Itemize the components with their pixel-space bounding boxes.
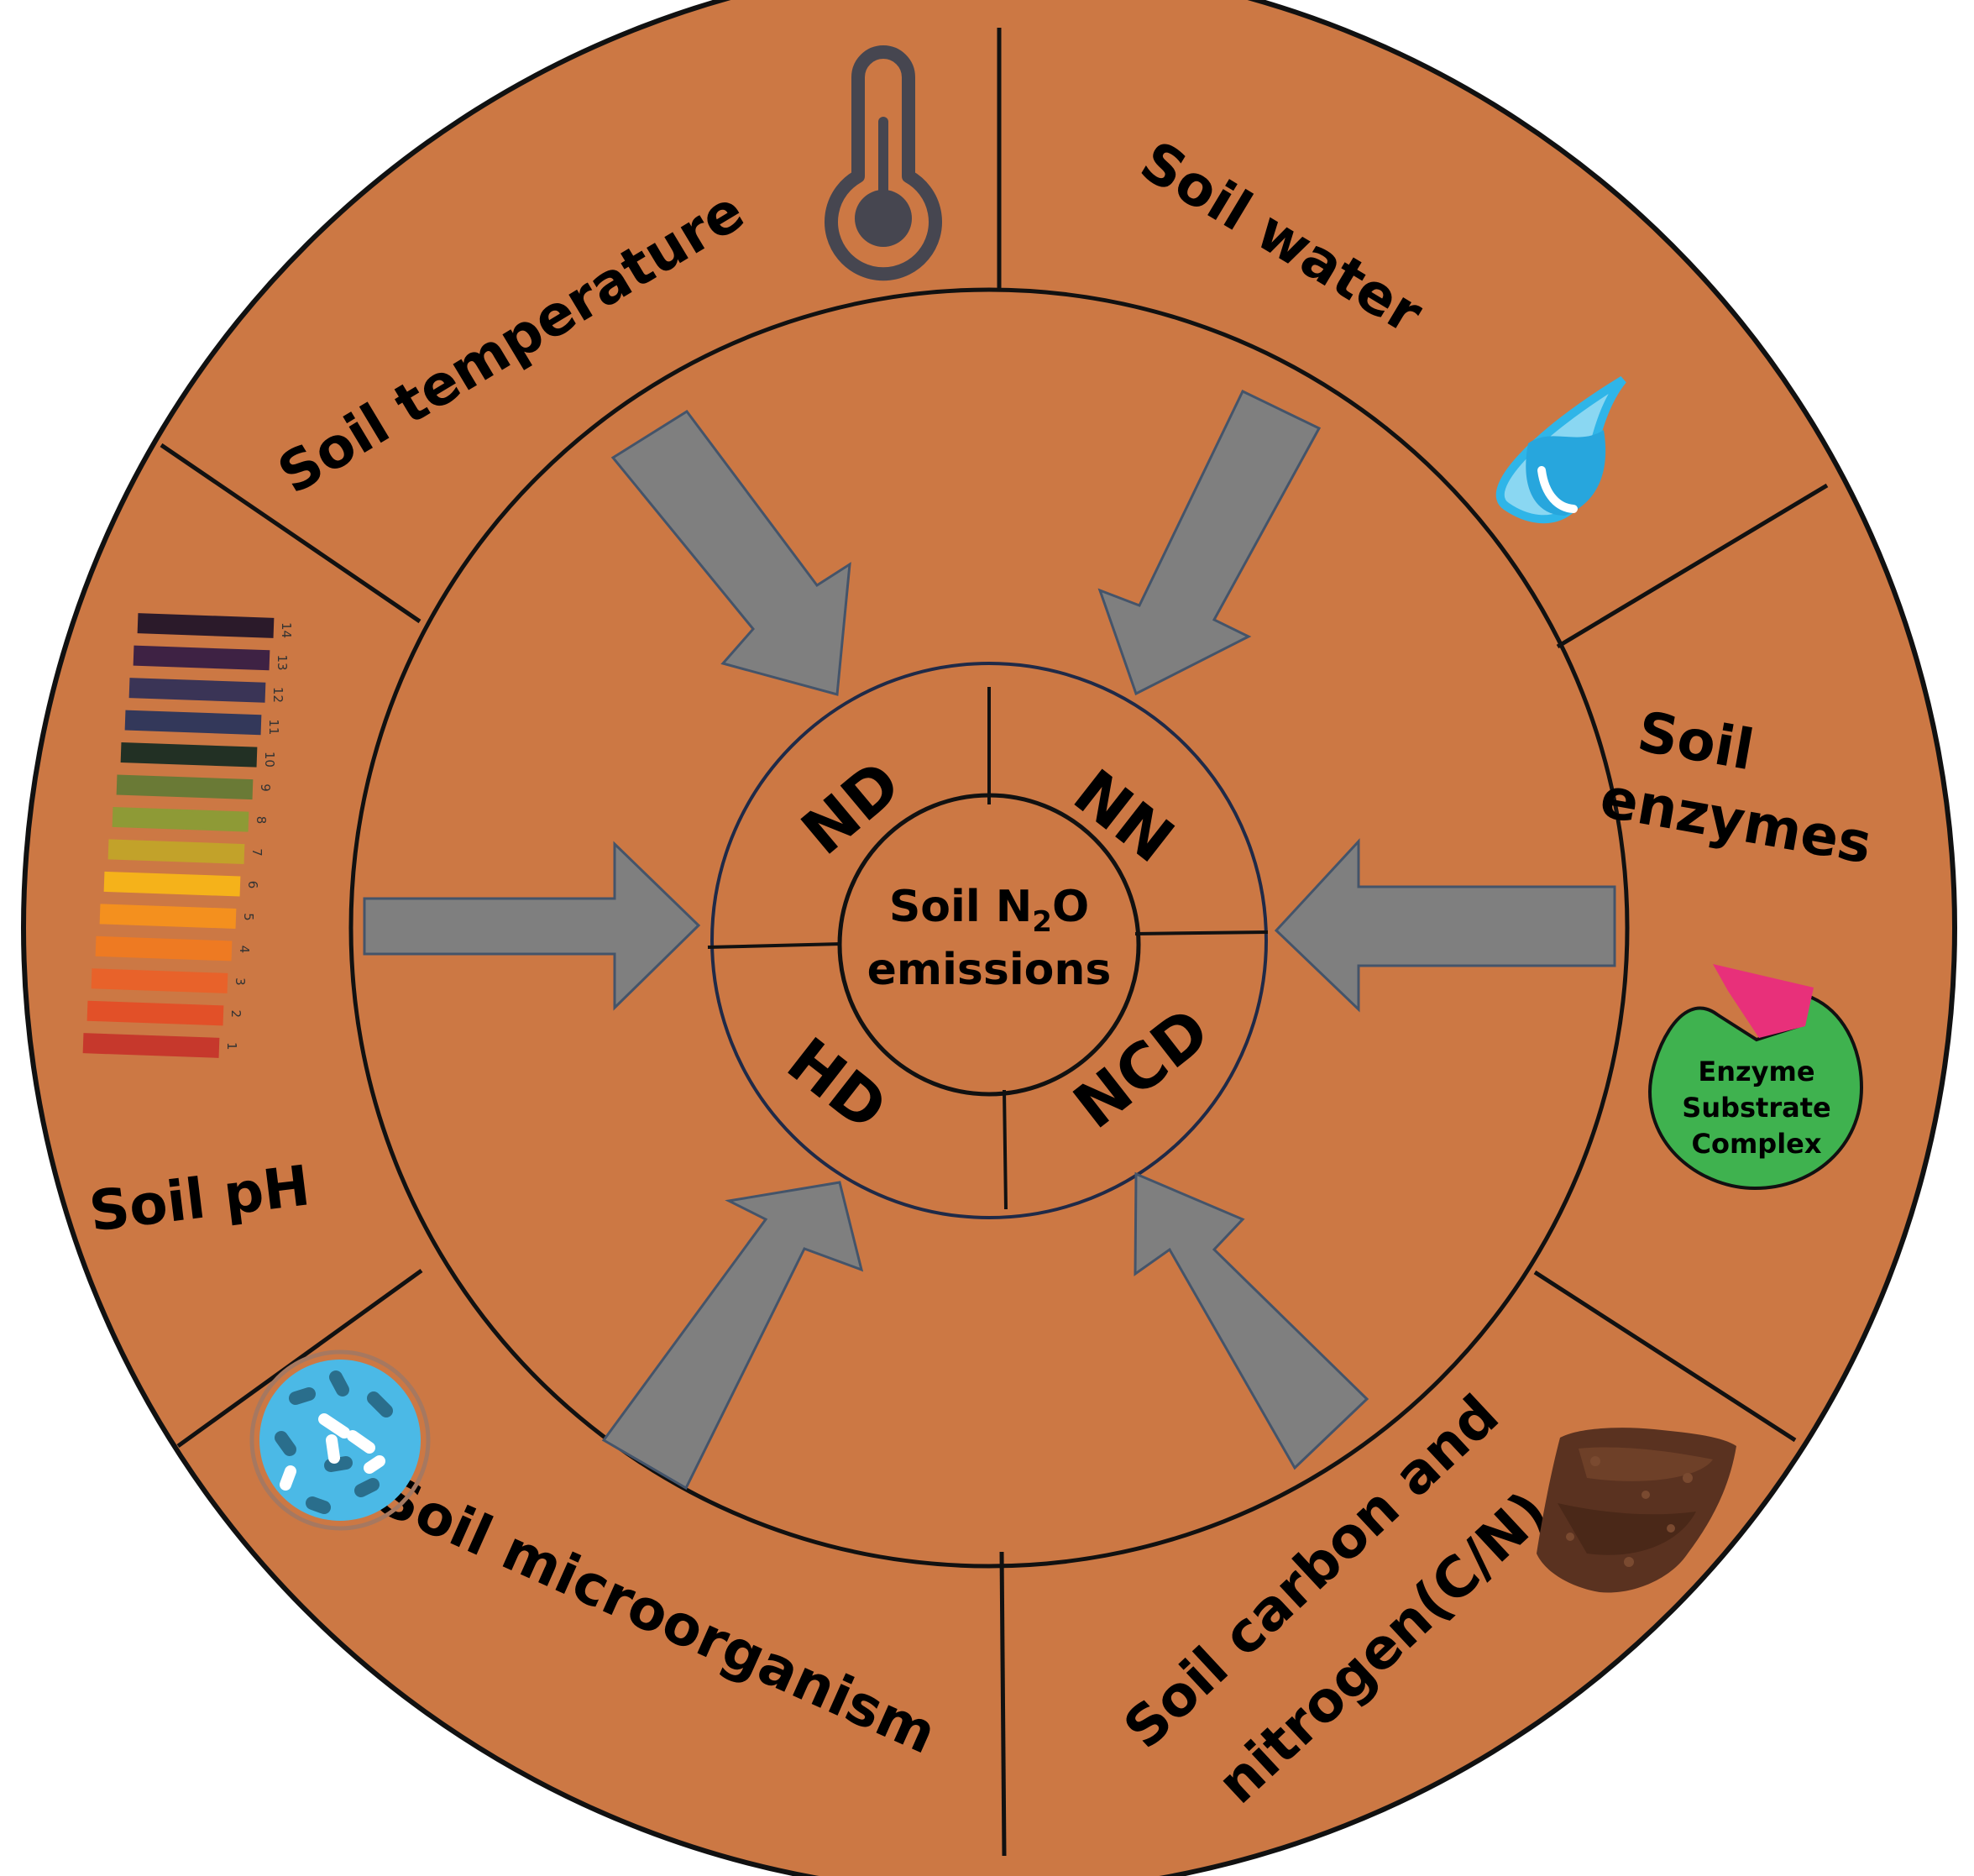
center-label-line2: emissions <box>867 945 1112 995</box>
arrows <box>363 389 1616 1491</box>
ph-strip-tick-label: 9 <box>258 783 273 792</box>
enzyme-text-3: Complex <box>1691 1128 1821 1160</box>
divider-bottom <box>999 1551 1007 1857</box>
arrow-cn <box>1134 1171 1369 1470</box>
ph-strip-segment <box>99 904 237 929</box>
divider-upper-right <box>1556 483 1829 649</box>
ph-strip-tick-label: 5 <box>241 913 256 921</box>
ph-strip-tick-label: 14 <box>279 622 294 638</box>
ph-strip-segment <box>128 678 266 703</box>
outer-ring <box>21 0 1957 1876</box>
enzyme-text-1: Enzyme <box>1698 1056 1814 1087</box>
ph-strip-segment <box>107 839 245 865</box>
thermometer-icon <box>825 45 942 281</box>
ph-strip-segment <box>124 710 262 736</box>
ph-strip-segment <box>120 742 258 768</box>
ph-strip-icon: 14 13 12 11 10 9 8 7 6 5 4 3 2 1 <box>82 613 294 1058</box>
divider-upper-left <box>160 443 422 624</box>
ph-strip-tick-label: 1 <box>224 1042 239 1051</box>
ph-strip-segment <box>91 968 228 993</box>
process-divider-left <box>707 942 842 949</box>
divider-lower-right <box>1533 1270 1797 1443</box>
ph-strip-segment <box>82 1033 220 1058</box>
ph-strip-tick-label: 6 <box>245 881 260 889</box>
arrow-temperature <box>610 409 851 696</box>
ph-strip-segment <box>86 1000 224 1026</box>
ph-strip-tick-label: 12 <box>270 687 285 703</box>
ph-strip-segment <box>133 645 270 671</box>
ph-strip-tick-label: 10 <box>262 752 277 768</box>
enzyme-text-2: Substrate <box>1682 1092 1830 1124</box>
arrow-water <box>1097 389 1322 696</box>
soil-pile-icon <box>1537 1428 1736 1593</box>
sector-dividers <box>160 28 1829 1857</box>
ph-strip-segment <box>112 806 249 832</box>
ph-strip-tick-label: 13 <box>275 654 290 670</box>
arrow-enzymes <box>1274 838 1616 1013</box>
process-dividers <box>707 687 1269 1210</box>
process-divider-right <box>1134 930 1269 935</box>
middle-ring <box>348 287 1630 1569</box>
center-label-line1: Soil N2O <box>889 882 1089 939</box>
ph-strip-tick-label: 7 <box>249 848 264 857</box>
process-divider-bottom <box>1003 1089 1008 1210</box>
divider-lower-left <box>176 1268 423 1449</box>
ph-strip-segment <box>137 613 275 638</box>
process-ring <box>710 662 1268 1219</box>
arrow-microorganism <box>601 1181 864 1491</box>
enzyme-substrate-icon: Enzyme Substrate Complex <box>1647 964 1864 1191</box>
center-label-end: O <box>1052 882 1089 932</box>
arrow-ph <box>363 841 701 1011</box>
ph-strip-tick-label: 2 <box>228 1010 243 1019</box>
ph-strip-tick-label: 3 <box>233 977 248 986</box>
substrate-shape <box>1713 964 1814 1038</box>
center-label-subscript: 2 <box>1032 905 1052 939</box>
ph-strip-segment <box>95 935 233 962</box>
ph-strip-tick-label: 11 <box>266 719 281 735</box>
ph-strip-segment <box>103 871 241 897</box>
ph-strip-tick-label: 4 <box>237 946 252 954</box>
center-label-main: Soil N <box>889 882 1032 932</box>
petri-dish-icon <box>249 1349 431 1531</box>
water-drop-icon <box>1495 375 1626 524</box>
ph-strip-tick-label: 8 <box>254 816 269 825</box>
ph-strip-segment <box>116 774 254 800</box>
